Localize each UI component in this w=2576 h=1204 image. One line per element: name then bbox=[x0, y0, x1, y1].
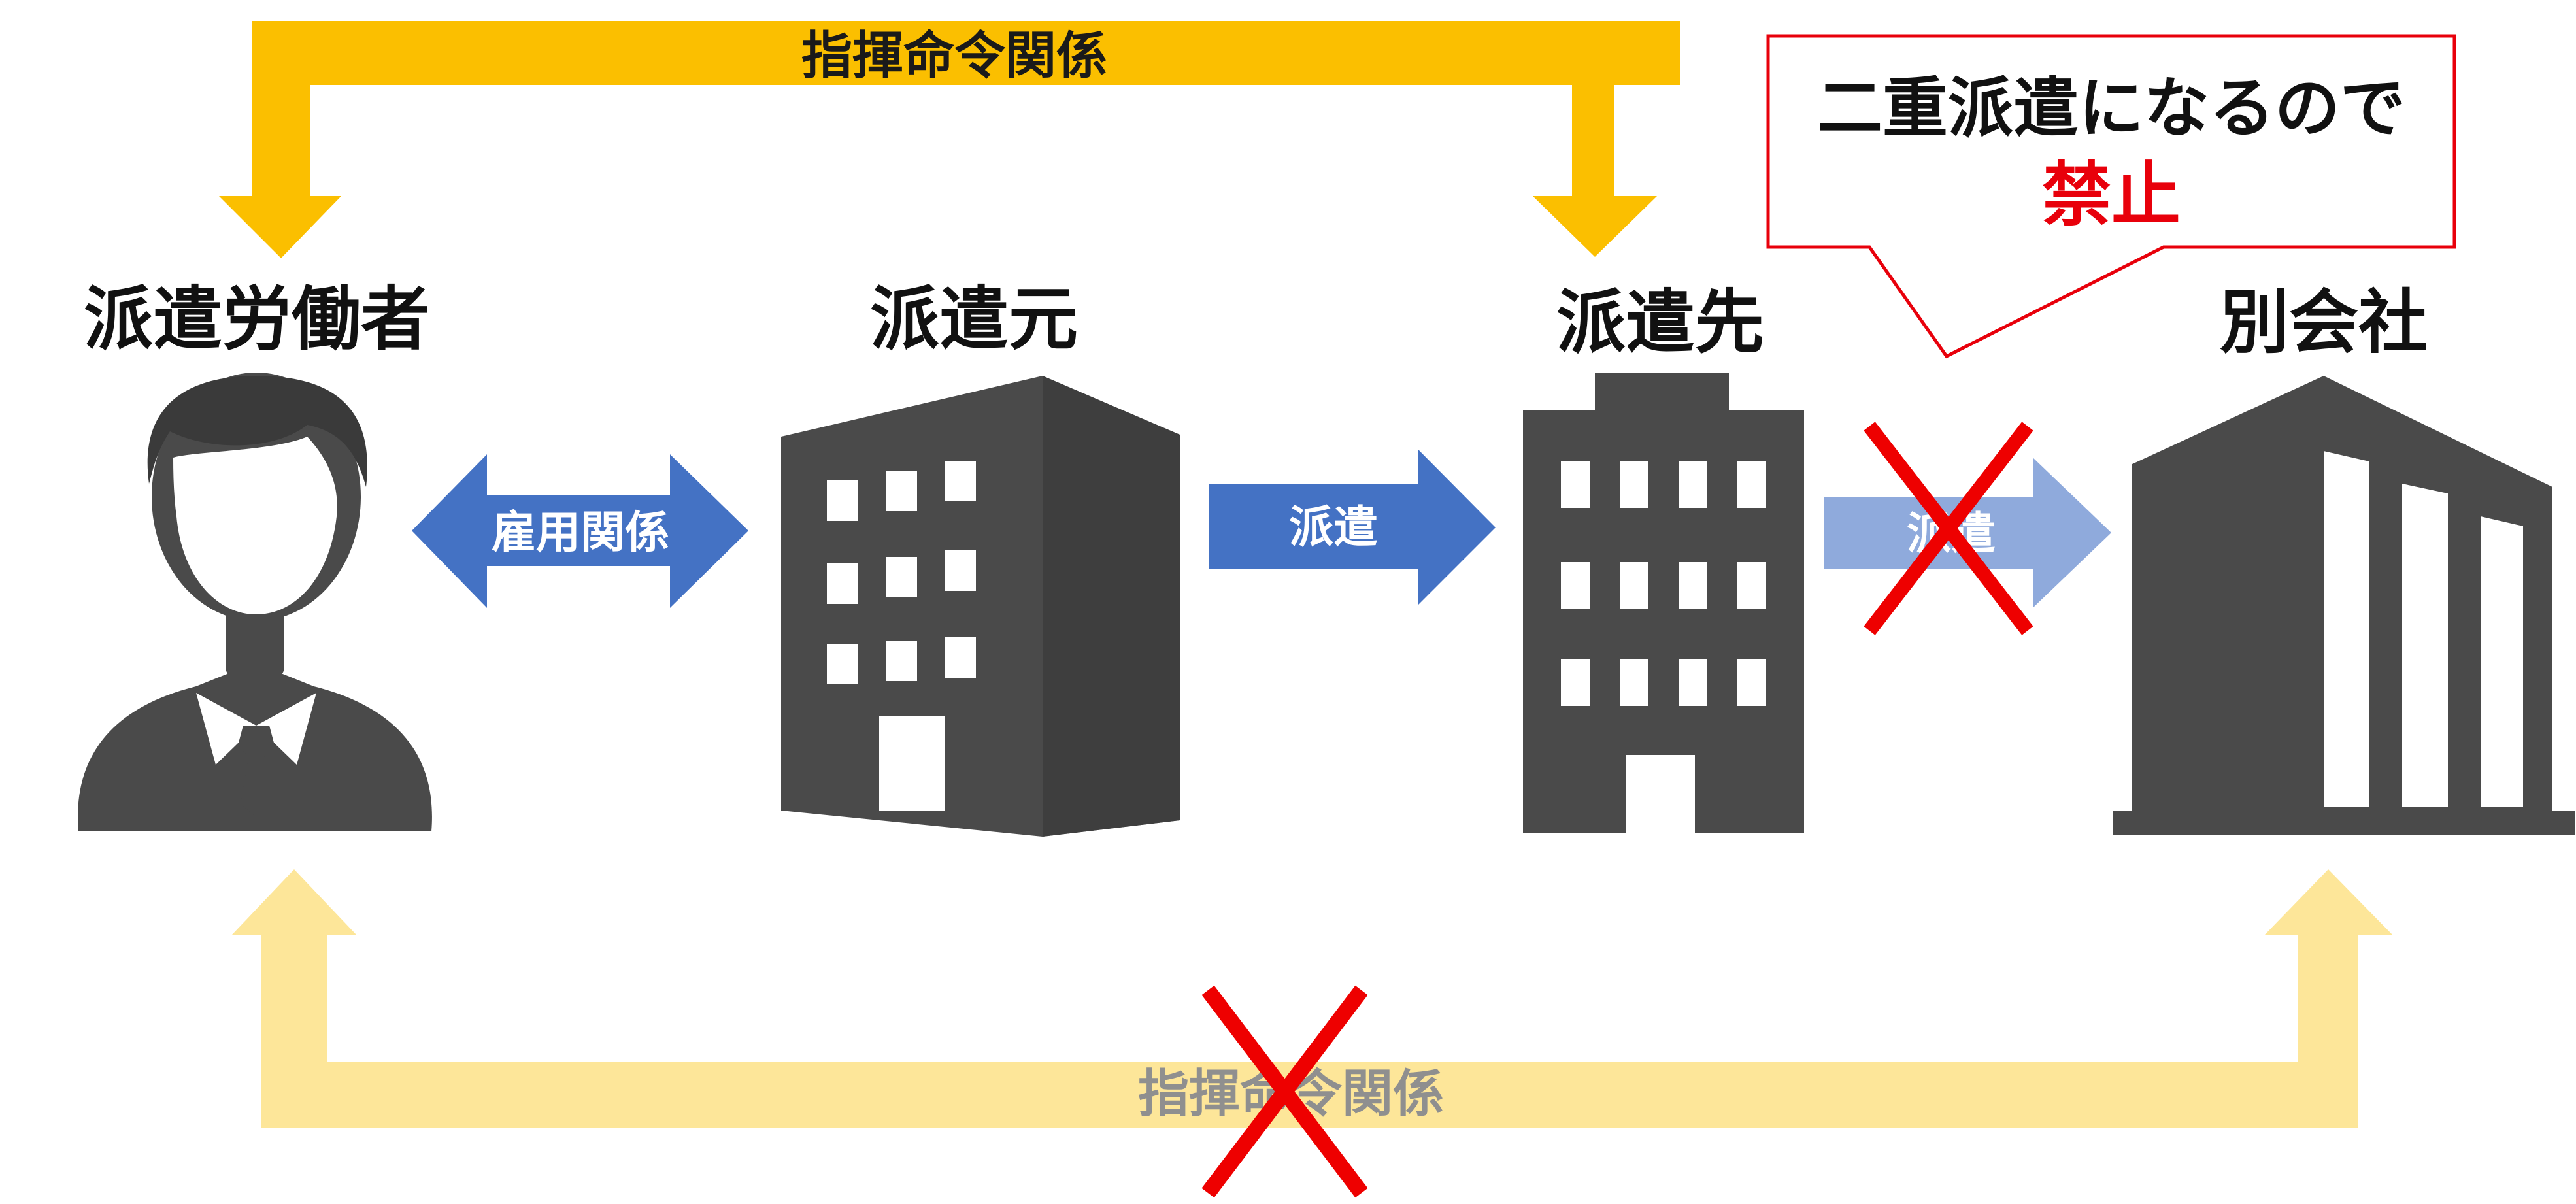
dispatch-label: 派遣 bbox=[1289, 502, 1378, 554]
dispatcher-label: 派遣元 bbox=[870, 279, 1078, 360]
office-building-icon bbox=[1523, 373, 1804, 833]
bottom-command-arrow bbox=[261, 928, 2358, 1128]
office-building-icon bbox=[781, 376, 1180, 837]
top-command-arrow bbox=[252, 21, 1680, 204]
bottom-arrowhead-left bbox=[232, 869, 356, 935]
dispatch-arrow: 派遣 bbox=[1209, 450, 1496, 605]
x-cross-icon bbox=[1201, 985, 1368, 1198]
command-relation-bottom: 指揮命令関係 bbox=[232, 869, 2392, 1198]
prohibition-callout: 二重派遣になるので 禁止 bbox=[1766, 34, 2456, 359]
callout-box bbox=[1766, 34, 2456, 359]
client-label: 派遣先 bbox=[1556, 282, 1764, 363]
worker-label: 派遣労働者 bbox=[84, 279, 430, 360]
callout-prohibited-text: 禁止 bbox=[2042, 155, 2181, 235]
command-relation-top: 指揮命令関係 bbox=[219, 21, 1680, 258]
employment-label: 雇用関係 bbox=[492, 507, 669, 559]
corporate-building-icon bbox=[2113, 376, 2575, 835]
top-arrowhead-left bbox=[219, 196, 341, 258]
top-command-label: 指揮命令関係 bbox=[801, 27, 1107, 86]
bottom-arrowhead-right bbox=[2265, 869, 2392, 935]
employment-arrow: 雇用関係 bbox=[412, 454, 748, 608]
other-company-label: 別会社 bbox=[2220, 282, 2428, 363]
callout-text: 二重派遣になるので bbox=[1817, 70, 2405, 146]
dispatch-arrow-prohibited: 派遣 bbox=[1824, 422, 2111, 635]
x-cross-icon bbox=[1864, 422, 2033, 635]
top-arrowhead-right bbox=[1533, 196, 1657, 257]
person-icon bbox=[78, 373, 432, 831]
